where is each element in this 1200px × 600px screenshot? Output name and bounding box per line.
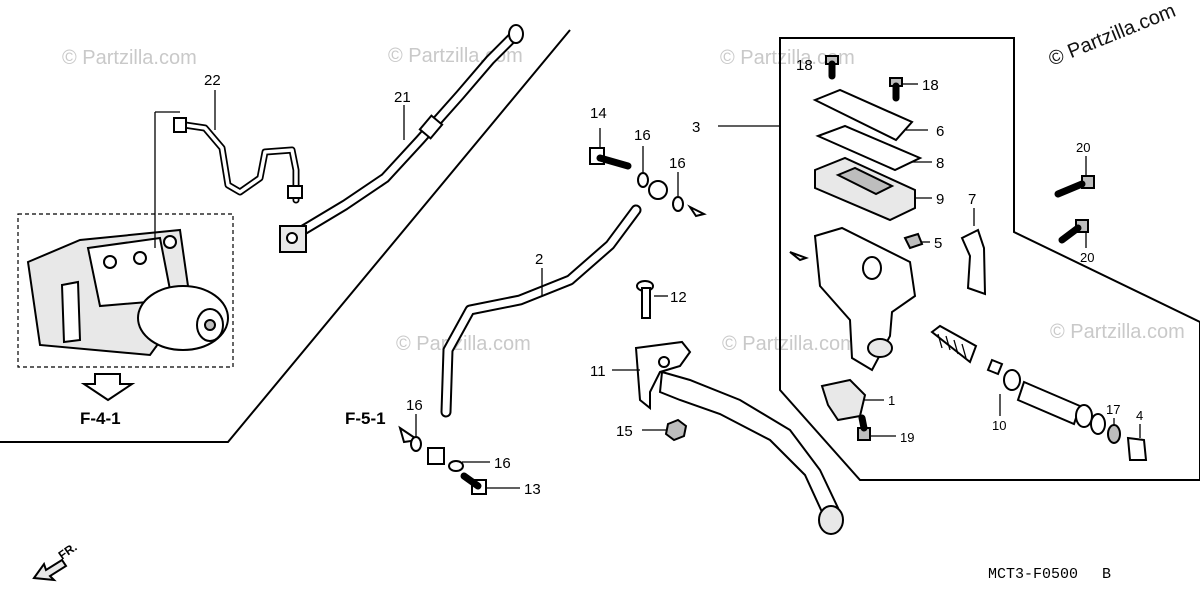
washer-16 <box>637 172 649 188</box>
pivot-bolt-12 <box>636 280 654 319</box>
brake-hose-2 <box>427 180 668 465</box>
washer-16 <box>410 436 422 452</box>
brake-hose-21 <box>279 24 524 253</box>
callout-21: 21 <box>394 89 411 106</box>
callout-12: 12 <box>670 289 687 306</box>
screw-20 <box>1054 175 1095 198</box>
callout-17: 17 <box>1106 402 1120 417</box>
callout-18: 18 <box>796 57 813 74</box>
piston-set-10 <box>930 324 1106 435</box>
callout-4: 4 <box>1136 408 1143 423</box>
nut-15 <box>664 418 688 442</box>
watermarks: © Partzilla.com © Partzilla.com © Partzi… <box>62 0 1185 355</box>
front-direction-indicator: FR. <box>32 540 80 582</box>
abs-section-divider <box>0 29 571 443</box>
direction-label: FR. <box>56 540 80 563</box>
callout-18: 18 <box>922 77 939 94</box>
callout-16: 16 <box>406 397 423 414</box>
master-cylinder-frame <box>779 37 1200 481</box>
callout-7: 7 <box>968 191 976 208</box>
callout-1: 1 <box>888 393 895 408</box>
front-stop-switch-1 <box>820 378 867 422</box>
reference-abs: F-4-1 <box>80 409 121 428</box>
callout-5: 5 <box>934 235 942 252</box>
washer-16 <box>672 196 684 212</box>
reservoir-cap-6 <box>812 88 914 142</box>
diaphragm-plate-8 <box>815 124 923 172</box>
brake-pipe-22 <box>173 117 303 204</box>
screw-20 <box>1058 219 1089 244</box>
brake-lever-11 <box>634 340 844 535</box>
abs-modulator <box>17 213 234 368</box>
watermark: © Partzilla.com <box>722 333 857 355</box>
callout-22: 22 <box>204 72 221 89</box>
watermark: © Partzilla.com <box>396 333 531 355</box>
callout-20: 20 <box>1080 250 1094 265</box>
callout-9: 9 <box>936 191 944 208</box>
diagram-revision: B <box>1102 566 1111 583</box>
copyright-notice: © Partzilla.com <box>1046 0 1179 71</box>
callout-11: 11 <box>590 363 606 380</box>
callout-14: 14 <box>590 105 607 122</box>
seal-17 <box>1107 424 1121 444</box>
callouts: 22 21 2 14 16 16 12 11 15 16 16 13 3 18 … <box>204 57 1143 498</box>
callout-3: 3 <box>692 119 700 136</box>
callout-16: 16 <box>634 127 651 144</box>
callout-10: 10 <box>992 418 1006 433</box>
diagram-code: MCT3-F0500 <box>988 566 1078 583</box>
master-cylinder-3 <box>789 55 1148 461</box>
watermark: © Partzilla.com <box>62 47 197 69</box>
down-arrow-icon <box>80 373 136 402</box>
callout-16: 16 <box>669 155 686 172</box>
reference-hose: F-5-1 <box>345 409 386 428</box>
holder-7 <box>960 228 987 296</box>
direction-arrow-icon <box>32 558 68 582</box>
callout-15: 15 <box>616 423 633 440</box>
abs-modulator-box <box>17 213 234 368</box>
bolt-14 <box>589 147 632 170</box>
bolt-13 <box>460 472 487 495</box>
callout-6: 6 <box>936 123 944 140</box>
washer-16 <box>448 460 464 472</box>
watermark: © Partzilla.com <box>1050 321 1185 343</box>
master-cylinder-body <box>813 226 917 372</box>
callout-13: 13 <box>524 481 541 498</box>
callout-20: 20 <box>1076 140 1090 155</box>
watermark: © Partzilla.com <box>720 47 855 69</box>
callout-8: 8 <box>936 155 944 172</box>
callout-2: 2 <box>535 251 543 268</box>
boot-4 <box>1126 436 1148 461</box>
callout-19: 19 <box>900 430 914 445</box>
screw-5 <box>903 232 924 250</box>
callout-16: 16 <box>494 455 511 472</box>
